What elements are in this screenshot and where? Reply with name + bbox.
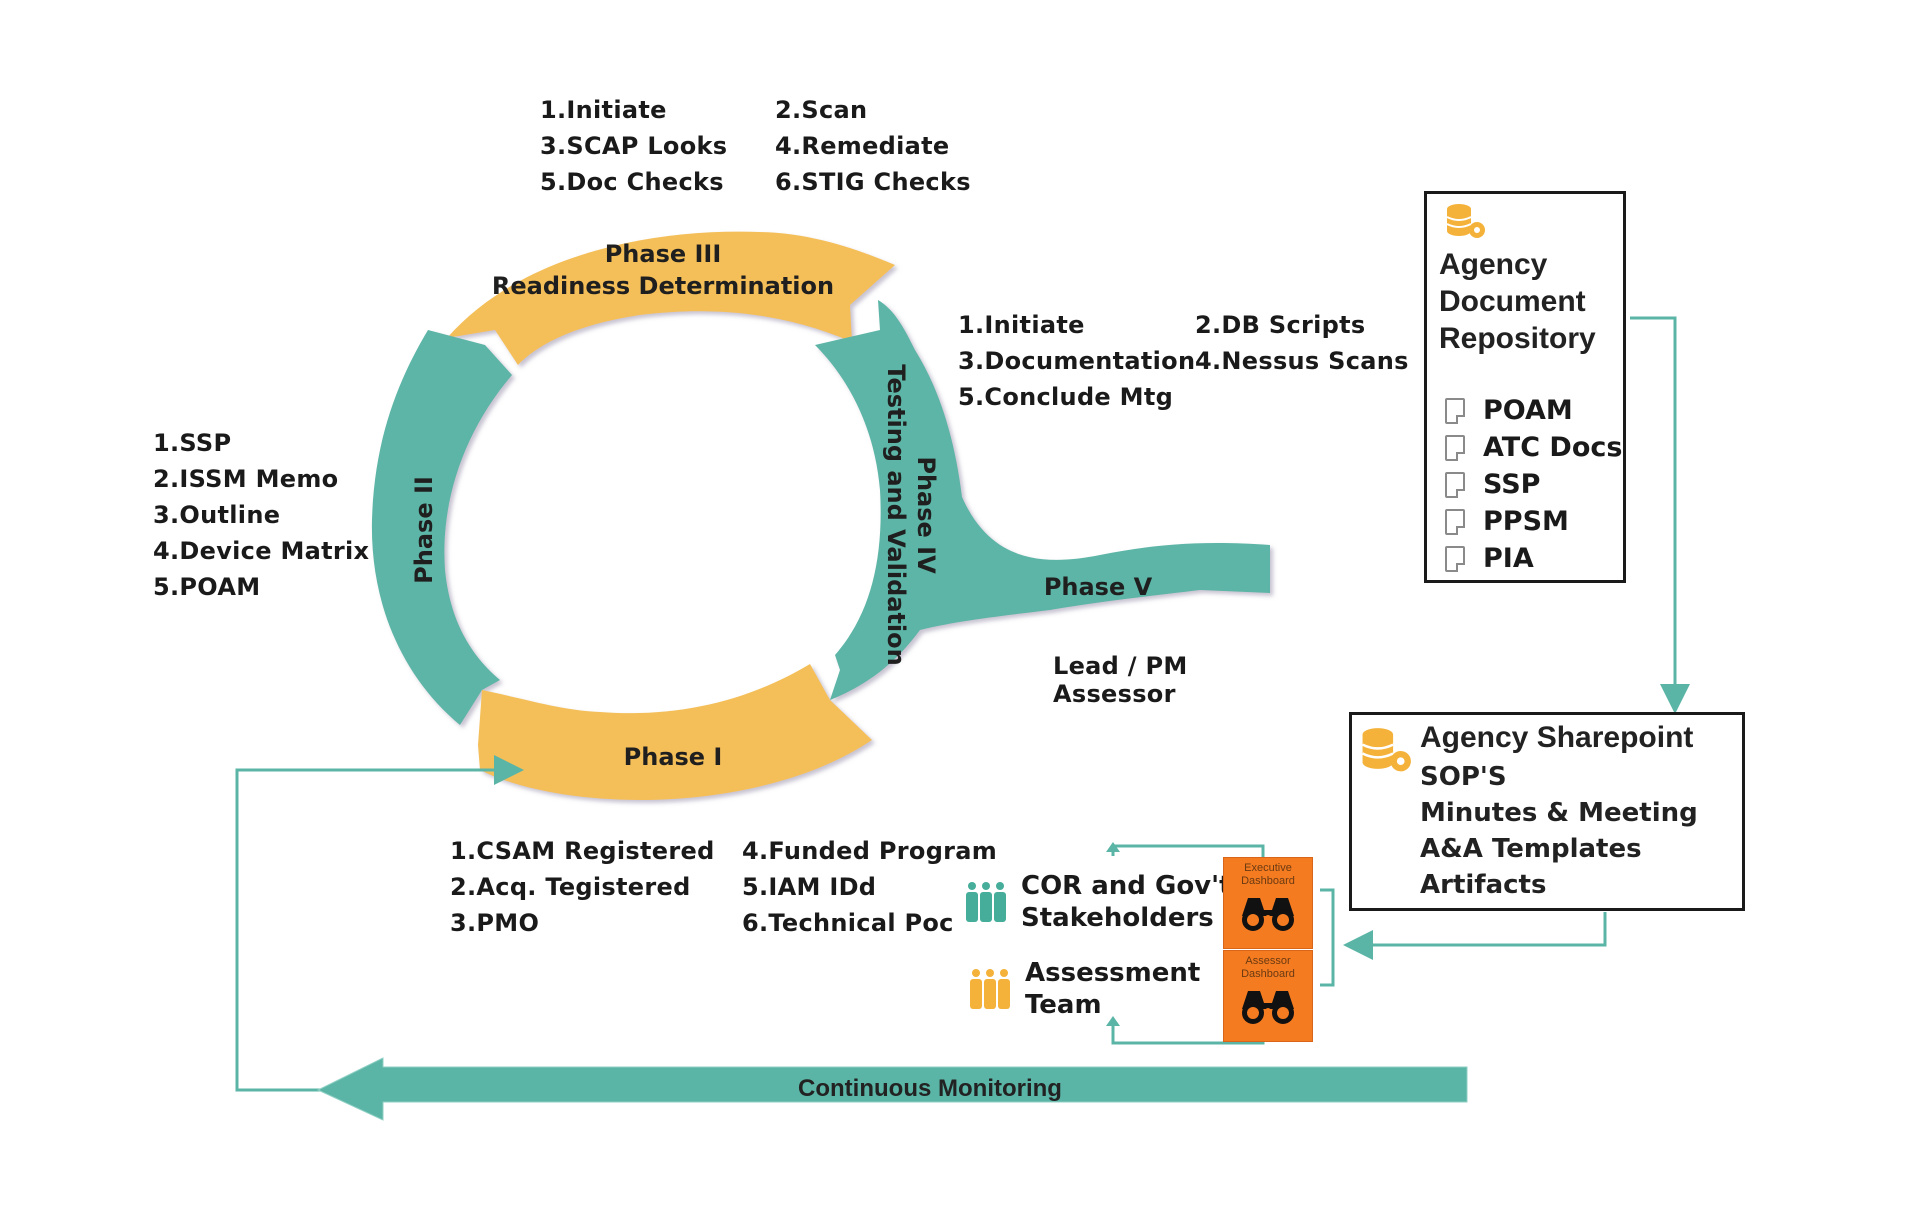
task-item: 1.CSAM Registered — [450, 837, 715, 865]
continuous-monitoring-label: Continuous Monitoring — [798, 1075, 1062, 1102]
sharepoint-items: SOP'S Minutes & Meeting A&A Templates Ar… — [1420, 759, 1698, 903]
sharepoint-title: Agency Sharepoint — [1420, 721, 1694, 754]
binoculars-icon — [1242, 991, 1294, 1024]
phase3-tasks-col2: 2.Scan 4.Remediate 6.STIG Checks — [775, 92, 971, 200]
document-icon — [1445, 545, 1465, 572]
document-icon — [1445, 397, 1465, 424]
document-repository-box[interactable]: Agency Document Repository POAM ATC Docs… — [1424, 191, 1626, 583]
sharepoint-item[interactable]: SOP'S — [1420, 762, 1507, 792]
repository-item[interactable]: ATC Docs — [1445, 429, 1622, 466]
task-item: 3.Documentation — [958, 347, 1196, 375]
continuous-monitoring-arrow[interactable] — [316, 1057, 1468, 1121]
assessment-team: Assessment Team — [967, 957, 1200, 1021]
task-item: 2.DB Scripts — [1195, 311, 1366, 339]
task-item: 2.ISSM Memo — [153, 465, 339, 493]
database-gear-icon — [1361, 728, 1411, 772]
phase5-label: Phase V — [1044, 573, 1153, 601]
phase4-tasks-col1: 1.Initiate 3.Documentation 5.Conclude Mt… — [958, 307, 1195, 415]
task-item: 3.PMO — [450, 909, 540, 937]
cor-label-line1: COR and Gov't — [1021, 871, 1232, 901]
cor-stakeholders: COR and Gov't Stakeholders — [963, 870, 1232, 934]
task-item: 3.Outline — [153, 501, 281, 529]
task-item: 5.Conclude Mtg — [958, 383, 1174, 411]
task-item: 2.Acq. Tegistered — [450, 873, 691, 901]
task-item: 5.Doc Checks — [540, 168, 724, 196]
sharepoint-to-stakeholders-connector — [1343, 912, 1607, 960]
phase4-segment — [815, 300, 1270, 700]
phase3-label-line1: Phase III — [605, 240, 722, 268]
assessment-label-line2: Team — [1025, 990, 1102, 1020]
sharepoint-item[interactable]: A&A Templates — [1420, 834, 1642, 864]
phase3-label-line2: Readiness Determination — [492, 272, 834, 300]
monitoring-to-phase1-connector — [235, 755, 524, 1092]
task-item: 6.Technical Poc — [742, 909, 954, 937]
phase2-tasks: 1.SSP 2.ISSM Memo 3.Outline 4.Device Mat… — [153, 425, 369, 605]
task-item: 6.STIG Checks — [775, 168, 971, 196]
task-item: 4.Device Matrix — [153, 537, 370, 565]
dashboard-link-connector — [1320, 888, 1335, 987]
phase1-tasks-col1: 1.CSAM Registered 2.Acq. Tegistered 3.PM… — [450, 833, 715, 941]
phase2-label: Phase II — [410, 476, 438, 584]
repository-item[interactable]: SSP — [1445, 466, 1622, 503]
assessor-dashboard-line2: Dashboard — [1241, 968, 1295, 980]
people-group-icon — [970, 969, 1010, 1009]
repository-item[interactable]: PPSM — [1445, 503, 1622, 540]
phase4-label-line1: Phase IV — [912, 456, 940, 574]
repository-item[interactable]: POAM — [1445, 392, 1622, 429]
repository-title-line: Agency — [1439, 248, 1548, 281]
sharepoint-box[interactable]: Agency Sharepoint SOP'S Minutes & Meetin… — [1349, 712, 1745, 911]
phase3-tasks-col1: 1.Initiate 3.SCAP Looks 5.Doc Checks — [540, 92, 727, 200]
document-icon — [1445, 508, 1465, 535]
executive-dashboard[interactable]: Executive Dashboard — [1223, 857, 1313, 949]
cor-label-line2: Stakeholders — [1021, 903, 1214, 933]
sharepoint-item[interactable]: Minutes & Meeting — [1420, 798, 1698, 828]
team-arrowhead — [1106, 1016, 1120, 1026]
phase4-tasks-col2: 2.DB Scripts 4.Nessus Scans — [1195, 307, 1409, 379]
task-item: 3.SCAP Looks — [540, 132, 728, 160]
repository-items: POAM ATC Docs SSP PPSM PIA — [1445, 392, 1622, 577]
phase1-segment — [478, 664, 872, 800]
task-item: 1.Initiate — [958, 311, 1085, 339]
binoculars-icon — [1242, 898, 1294, 931]
phase2-segment — [371, 330, 512, 725]
executive-dashboard-line1: Executive — [1244, 862, 1292, 874]
task-item: 1.Initiate — [540, 96, 667, 124]
phase1-tasks-col2: 4.Funded Program 5.IAM IDd 6.Technical P… — [742, 833, 997, 941]
repository-title-line: Document — [1439, 285, 1586, 318]
role-item: Assessor — [1053, 680, 1176, 708]
assessor-dashboard-line1: Assessor — [1245, 955, 1291, 967]
document-icon — [1445, 434, 1465, 461]
assessor-dashboard[interactable]: Assessor Dashboard — [1223, 950, 1313, 1042]
task-item: 2.Scan — [775, 96, 868, 124]
task-item: 4.Remediate — [775, 132, 950, 160]
task-item: 5.POAM — [153, 573, 261, 601]
assessment-label-line1: Assessment — [1025, 958, 1201, 988]
document-icon — [1445, 471, 1465, 498]
task-item: 5.IAM IDd — [742, 873, 877, 901]
phase1-label: Phase I — [624, 743, 723, 771]
cor-arrowhead — [1106, 842, 1120, 852]
phase4-label-line2: Testing and Validation — [882, 364, 910, 665]
phase3-segment — [447, 231, 895, 365]
sharepoint-item[interactable]: Artifacts — [1420, 870, 1547, 900]
task-item: 1.SSP — [153, 429, 232, 457]
role-item: Lead / PM — [1053, 652, 1188, 680]
repository-item[interactable]: PIA — [1445, 540, 1622, 577]
repo-to-sharepoint-connector — [1630, 316, 1690, 714]
executive-dashboard-line2: Dashboard — [1241, 875, 1295, 887]
repository-title-line: Repository — [1439, 322, 1596, 355]
people-group-icon — [966, 882, 1006, 922]
task-item: 4.Funded Program — [742, 837, 998, 865]
task-item: 4.Nessus Scans — [1195, 347, 1409, 375]
database-gear-icon — [1446, 204, 1485, 238]
phase5-roles: Lead / PM Assessor — [1053, 652, 1188, 708]
